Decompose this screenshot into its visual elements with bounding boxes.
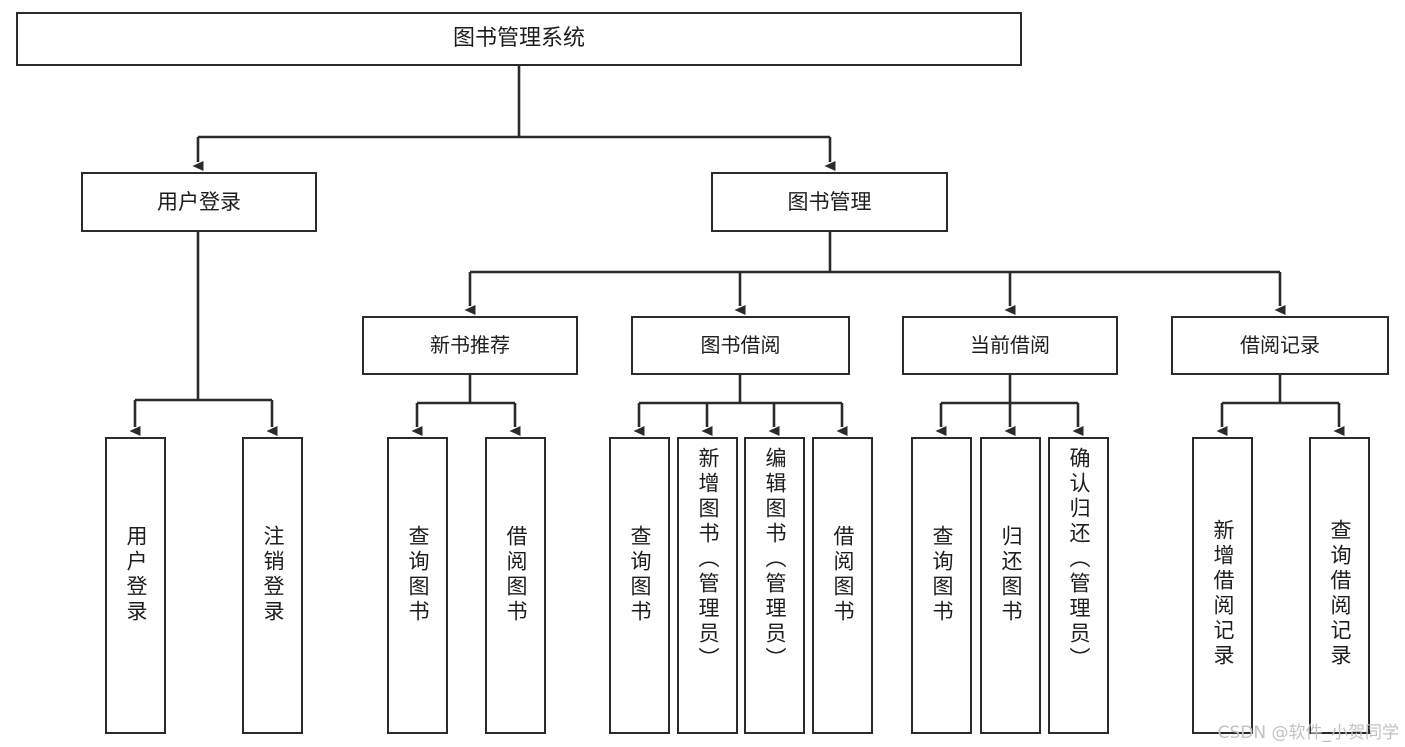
node-label: 新书推荐: [430, 332, 510, 357]
node-label: 图书借阅: [700, 332, 781, 357]
node-borrow-record[interactable]: 借阅记录: [1171, 316, 1389, 375]
leaf-edit-book-admin[interactable]: 编辑图书（管理员）: [744, 437, 805, 734]
leaf-query-book-borrow[interactable]: 查询图书: [609, 437, 670, 734]
node-label: 借阅图书: [831, 525, 855, 625]
leaf-add-borrow-record[interactable]: 新增借阅记录: [1192, 437, 1253, 734]
csdn-watermark: CSDN @软件_小贺同学: [1217, 723, 1399, 743]
node-book-management[interactable]: 图书管理: [711, 172, 948, 232]
node-label: 新增借阅记录: [1211, 519, 1235, 669]
node-label: 图书管理系统: [452, 26, 585, 52]
node-label: 查询图书: [930, 525, 954, 625]
node-label: 图书管理: [787, 189, 872, 214]
node-user-login[interactable]: 用户登录: [81, 172, 317, 232]
node-label: 用户登录: [157, 189, 241, 214]
node-root-system[interactable]: 图书管理系统: [16, 12, 1022, 66]
node-current-borrow[interactable]: 当前借阅: [902, 316, 1118, 375]
leaf-confirm-return-admin[interactable]: 确认归还（管理员）: [1048, 437, 1109, 734]
node-label: 借阅图书: [504, 525, 528, 625]
leaf-query-book-current[interactable]: 查询图书: [911, 437, 972, 734]
leaf-borrow-book-recommend[interactable]: 借阅图书: [485, 437, 546, 734]
node-label: 编辑图书（管理员）: [763, 447, 787, 672]
node-label: 借阅记录: [1240, 332, 1320, 357]
node-label: 归还图书: [999, 525, 1023, 625]
leaf-query-book-recommend[interactable]: 查询图书: [387, 437, 448, 734]
node-book-borrow[interactable]: 图书借阅: [631, 316, 850, 375]
leaf-logout[interactable]: 注销登录: [242, 437, 303, 734]
node-label: 确认归还（管理员）: [1067, 447, 1091, 672]
node-label: 注销登录: [261, 525, 285, 625]
node-label: 新增图书（管理员）: [696, 447, 720, 672]
node-label: 用户登录: [124, 525, 148, 625]
node-label: 查询图书: [628, 525, 652, 625]
node-new-book-recommend[interactable]: 新书推荐: [362, 316, 578, 375]
leaf-query-borrow-record[interactable]: 查询借阅记录: [1309, 437, 1370, 734]
node-label: 当前借阅: [970, 332, 1050, 357]
node-label: 查询图书: [406, 525, 430, 625]
leaf-borrow-book[interactable]: 借阅图书: [812, 437, 873, 734]
leaf-return-book[interactable]: 归还图书: [980, 437, 1041, 734]
node-label: 查询借阅记录: [1328, 519, 1352, 669]
leaf-add-book-admin[interactable]: 新增图书（管理员）: [677, 437, 738, 734]
leaf-user-login[interactable]: 用户登录: [105, 437, 166, 734]
